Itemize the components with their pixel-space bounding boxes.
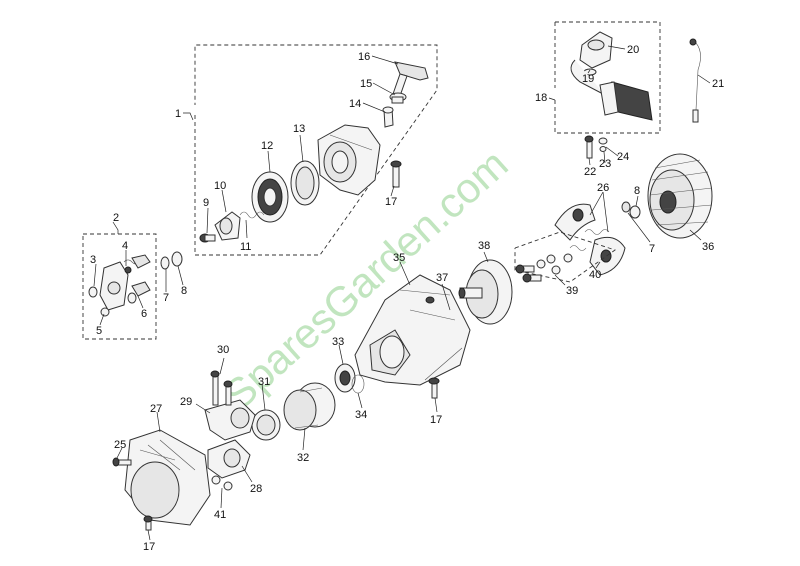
rope-guide[interactable] <box>389 92 407 104</box>
callout-25: 25 <box>114 439 126 451</box>
callout-9: 9 <box>203 197 209 209</box>
switch-lever[interactable] <box>131 254 151 297</box>
starter-screw[interactable] <box>199 233 216 243</box>
handle-screw-25[interactable] <box>112 457 132 467</box>
clutch-shoes[interactable] <box>554 203 626 276</box>
callout-8-left: 8 <box>181 285 187 297</box>
callout-13: 13 <box>293 123 305 135</box>
callout-33: 33 <box>332 336 344 348</box>
upper-clamp[interactable] <box>204 399 256 441</box>
flywheel[interactable] <box>647 153 713 239</box>
callout-38: 38 <box>478 240 490 252</box>
starter-handle[interactable] <box>392 61 429 97</box>
washer-8-left[interactable] <box>171 251 183 267</box>
callout-36: 36 <box>702 241 714 253</box>
damper-ring[interactable] <box>251 409 281 441</box>
callout-27: 27 <box>150 403 162 415</box>
clutch-housing[interactable] <box>354 274 471 386</box>
switch-group-box <box>82 233 157 340</box>
stop-wire[interactable] <box>689 38 701 123</box>
callout-19: 19 <box>582 73 594 85</box>
rear-handle-housing[interactable] <box>124 429 211 526</box>
callout-14: 14 <box>349 98 361 110</box>
callout-31: 31 <box>258 376 270 388</box>
clutch-drum[interactable] <box>458 259 513 325</box>
callout-4: 4 <box>122 240 128 252</box>
callout-30: 30 <box>217 344 229 356</box>
callout-40: 40 <box>589 269 601 281</box>
ignition-group-box <box>554 21 661 134</box>
spark-plug-cap[interactable] <box>579 31 613 69</box>
flywheel-nut-7[interactable] <box>621 201 631 213</box>
housing-screw[interactable] <box>390 160 402 188</box>
lower-clamp[interactable] <box>207 439 251 479</box>
leader-lines <box>93 45 711 541</box>
callout-17-top: 17 <box>385 196 397 208</box>
callout-20: 20 <box>627 44 639 56</box>
callout-6: 6 <box>141 308 147 320</box>
callout-labels: 1 16 15 14 13 12 10 9 11 17 2 3 4 5 6 7 … <box>90 44 724 553</box>
ignition-coil[interactable] <box>570 59 653 121</box>
callout-12: 12 <box>261 140 273 152</box>
starter-pawl[interactable] <box>214 211 241 241</box>
pawl-spring[interactable] <box>239 211 265 219</box>
switch-body[interactable] <box>99 261 129 311</box>
clutch-bolts[interactable] <box>515 253 573 283</box>
handle-screw-17[interactable] <box>143 515 153 531</box>
clutch-group-box <box>514 231 616 283</box>
callout-5: 5 <box>96 325 102 337</box>
callout-29: 29 <box>180 396 192 408</box>
callout-17-bottom: 17 <box>143 541 155 553</box>
callout-23: 23 <box>599 158 611 170</box>
callout-15: 15 <box>360 78 372 90</box>
washer-7-left[interactable] <box>160 256 170 270</box>
callout-34: 34 <box>355 409 367 421</box>
clamp-nuts[interactable] <box>211 475 233 491</box>
callout-22: 22 <box>584 166 596 178</box>
callout-32: 32 <box>297 452 309 464</box>
callout-39: 39 <box>566 285 578 297</box>
callout-10: 10 <box>214 180 226 192</box>
callout-17-mid: 17 <box>430 414 442 426</box>
callout-2: 2 <box>113 212 119 224</box>
flywheel-washer-8[interactable] <box>629 205 641 219</box>
clutch-springs[interactable] <box>569 229 610 251</box>
switch-washer[interactable] <box>88 286 137 317</box>
starter-group-box <box>194 44 438 256</box>
callout-3: 3 <box>90 254 96 266</box>
callout-21: 21 <box>712 78 724 90</box>
callout-1: 1 <box>175 108 181 120</box>
callout-26: 26 <box>597 182 609 194</box>
callout-8-right: 8 <box>634 185 640 197</box>
callout-37: 37 <box>436 272 448 284</box>
housing-screw-17[interactable] <box>428 377 440 399</box>
callout-16: 16 <box>358 51 370 63</box>
callout-28: 28 <box>250 483 262 495</box>
callout-35: 35 <box>393 252 405 264</box>
bearing[interactable] <box>334 363 356 393</box>
starter-rope[interactable] <box>382 106 394 128</box>
recoil-spring[interactable] <box>290 160 320 206</box>
callout-7-left: 7 <box>163 292 169 304</box>
callout-41: 41 <box>214 509 226 521</box>
callout-11: 11 <box>240 241 251 253</box>
callout-7-right: 7 <box>649 243 655 255</box>
tube-bushing[interactable] <box>283 382 336 431</box>
starter-housing[interactable] <box>317 124 381 196</box>
coil-screws[interactable] <box>584 135 608 159</box>
clamp-bolts[interactable] <box>210 370 233 406</box>
callout-24: 24 <box>617 151 629 163</box>
callout-18: 18 <box>535 92 547 104</box>
rope-pulley[interactable] <box>251 171 289 223</box>
